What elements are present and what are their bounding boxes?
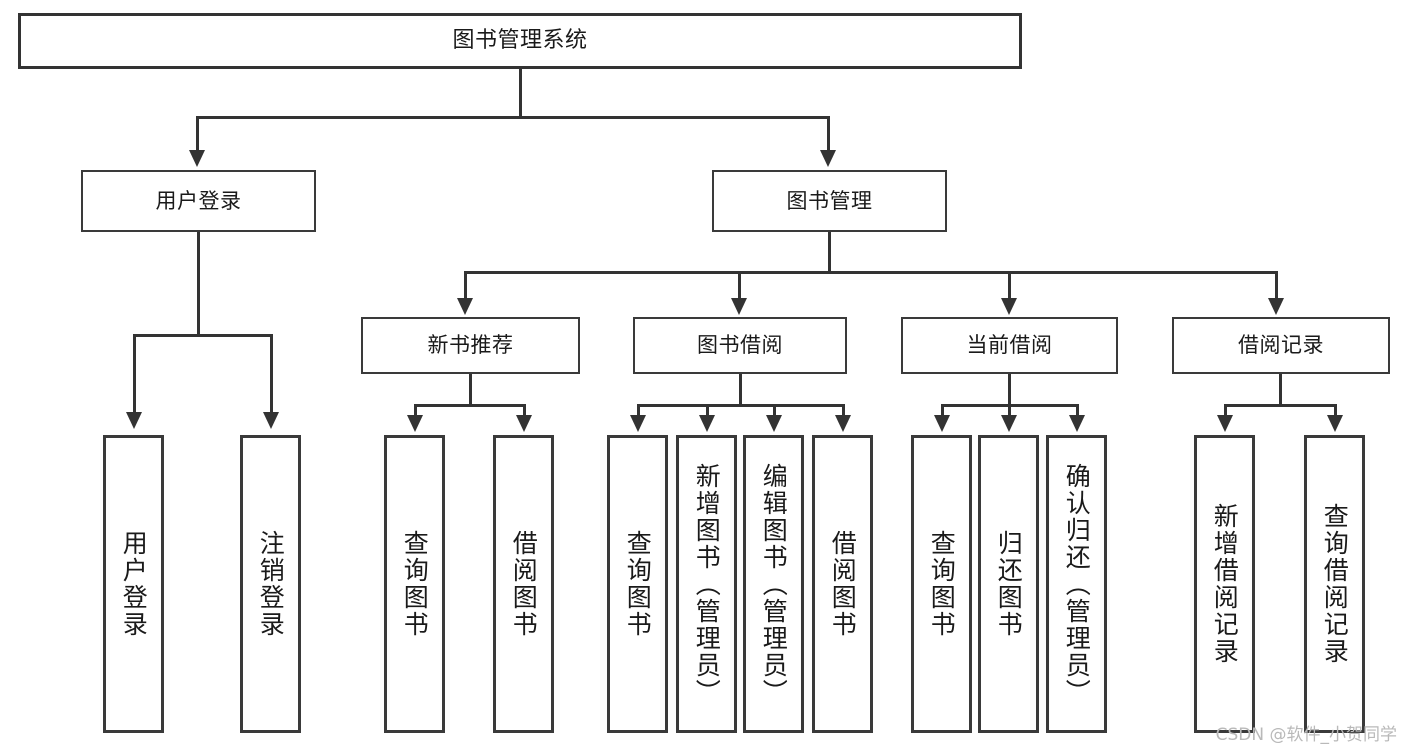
node-label: 新增图书（管理员） (692, 462, 722, 706)
arrow-to-leaf-recommend-2 (516, 415, 532, 432)
node-label: 当前借阅 (966, 333, 1053, 358)
connector-record-drop-1 (1224, 404, 1227, 418)
arrow-to-current-borrow (1001, 298, 1017, 315)
arrow-to-book-borrow (731, 298, 747, 315)
arrow-to-leaf-borrow-1 (630, 415, 646, 432)
arrow-to-leaf-user-login (126, 412, 142, 429)
arrow-to-leaf-record-1 (1217, 415, 1233, 432)
node-label: 图书借阅 (697, 333, 783, 358)
connector-record-bus (1224, 404, 1337, 407)
leaf-borrow-edit-book-admin[interactable]: 编辑图书（管理员） (743, 435, 804, 733)
leaf-record-add-record[interactable]: 新增借阅记录 (1194, 435, 1255, 733)
connector-userlogin-stem (197, 232, 200, 336)
connector-bookmgmt-drop-2 (738, 271, 741, 301)
connector-record-stem (1279, 374, 1282, 406)
connector-bookmgmt-stem (828, 232, 831, 273)
connector-recommend-drop-2 (523, 404, 526, 418)
arrow-to-user-login (189, 150, 205, 167)
connector-userlogin-drop-2 (270, 334, 273, 416)
connector-userlogin-drop-1 (133, 334, 136, 416)
node-label: 借阅图书 (509, 530, 539, 638)
connector-root-drop-right (827, 116, 830, 154)
connector-current-stem (1008, 374, 1011, 406)
leaf-current-query-book[interactable]: 查询图书 (911, 435, 972, 733)
connector-borrow-drop-3 (773, 404, 776, 418)
node-label: 图书管理 (786, 188, 873, 213)
node-label: 确认归还（管理员） (1062, 462, 1092, 706)
leaf-recommend-query-book[interactable]: 查询图书 (384, 435, 445, 733)
node-book-borrow[interactable]: 图书借阅 (633, 317, 847, 374)
leaf-user-login[interactable]: 用户登录 (103, 435, 164, 733)
connector-bookmgmt-drop-3 (1008, 271, 1011, 301)
node-new-book-recommend[interactable]: 新书推荐 (361, 317, 580, 374)
leaf-logout[interactable]: 注销登录 (240, 435, 301, 733)
connector-bookmgmt-drop-4 (1275, 271, 1278, 301)
node-book-management[interactable]: 图书管理 (712, 170, 947, 232)
node-label: 注销登录 (256, 530, 286, 638)
node-borrow-record[interactable]: 借阅记录 (1172, 317, 1390, 374)
leaf-recommend-borrow-book[interactable]: 借阅图书 (493, 435, 554, 733)
leaf-borrow-query-book[interactable]: 查询图书 (607, 435, 668, 733)
connector-record-drop-2 (1334, 404, 1337, 418)
node-label: 借阅图书 (828, 530, 858, 638)
node-root-system[interactable]: 图书管理系统 (18, 13, 1022, 69)
node-label: 用户登录 (155, 188, 242, 213)
arrow-to-leaf-record-2 (1327, 415, 1343, 432)
node-label: 借阅记录 (1238, 333, 1324, 358)
leaf-current-confirm-return-admin[interactable]: 确认归还（管理员） (1046, 435, 1107, 733)
arrow-to-leaf-borrow-4 (835, 415, 851, 432)
node-label: 新增借阅记录 (1210, 503, 1240, 665)
arrow-to-leaf-current-2 (1001, 415, 1017, 432)
node-label: 查询图书 (623, 530, 653, 638)
connector-bookmgmt-bus (464, 271, 1278, 274)
connector-recommend-bus (414, 404, 526, 407)
connector-borrow-drop-2 (706, 404, 709, 418)
connector-root-drop-left (196, 116, 199, 154)
connector-current-drop-1 (941, 404, 944, 418)
connector-bookmgmt-drop-1 (464, 271, 467, 301)
connector-root-bus (196, 116, 830, 119)
connector-borrow-stem (739, 374, 742, 406)
node-user-login[interactable]: 用户登录 (81, 170, 316, 232)
leaf-borrow-add-book-admin[interactable]: 新增图书（管理员） (676, 435, 737, 733)
arrow-to-new-book-recommend (457, 298, 473, 315)
node-label: 查询借阅记录 (1320, 503, 1350, 665)
leaf-record-query-record[interactable]: 查询借阅记录 (1304, 435, 1365, 733)
arrow-to-borrow-record (1268, 298, 1284, 315)
csdn-watermark: CSDN @软件_小贺同学 (1215, 725, 1397, 745)
node-label: 查询图书 (400, 530, 430, 638)
connector-recommend-drop-1 (414, 404, 417, 418)
connector-current-drop-2 (1008, 404, 1011, 418)
connector-borrow-drop-1 (637, 404, 640, 418)
node-label: 图书管理系统 (452, 28, 588, 54)
connector-borrow-bus (637, 404, 845, 407)
connector-borrow-drop-4 (842, 404, 845, 418)
node-label: 用户登录 (119, 530, 149, 638)
leaf-current-return-book[interactable]: 归还图书 (978, 435, 1039, 733)
arrow-to-leaf-borrow-3 (766, 415, 782, 432)
node-current-borrow[interactable]: 当前借阅 (901, 317, 1118, 374)
arrow-to-book-management (820, 150, 836, 167)
arrow-to-leaf-logout (263, 412, 279, 429)
connector-recommend-stem (469, 374, 472, 406)
node-label: 编辑图书（管理员） (759, 462, 789, 706)
node-label: 查询图书 (927, 530, 957, 638)
arrow-to-leaf-borrow-2 (699, 415, 715, 432)
arrow-to-leaf-current-1 (934, 415, 950, 432)
arrow-to-leaf-recommend-1 (407, 415, 423, 432)
arrow-to-leaf-current-3 (1069, 415, 1085, 432)
leaf-borrow-borrow-book[interactable]: 借阅图书 (812, 435, 873, 733)
connector-root-stem (519, 69, 522, 118)
connector-current-drop-3 (1076, 404, 1079, 418)
connector-userlogin-bus (133, 334, 273, 337)
node-label: 归还图书 (994, 530, 1024, 638)
node-label: 新书推荐 (427, 333, 514, 358)
